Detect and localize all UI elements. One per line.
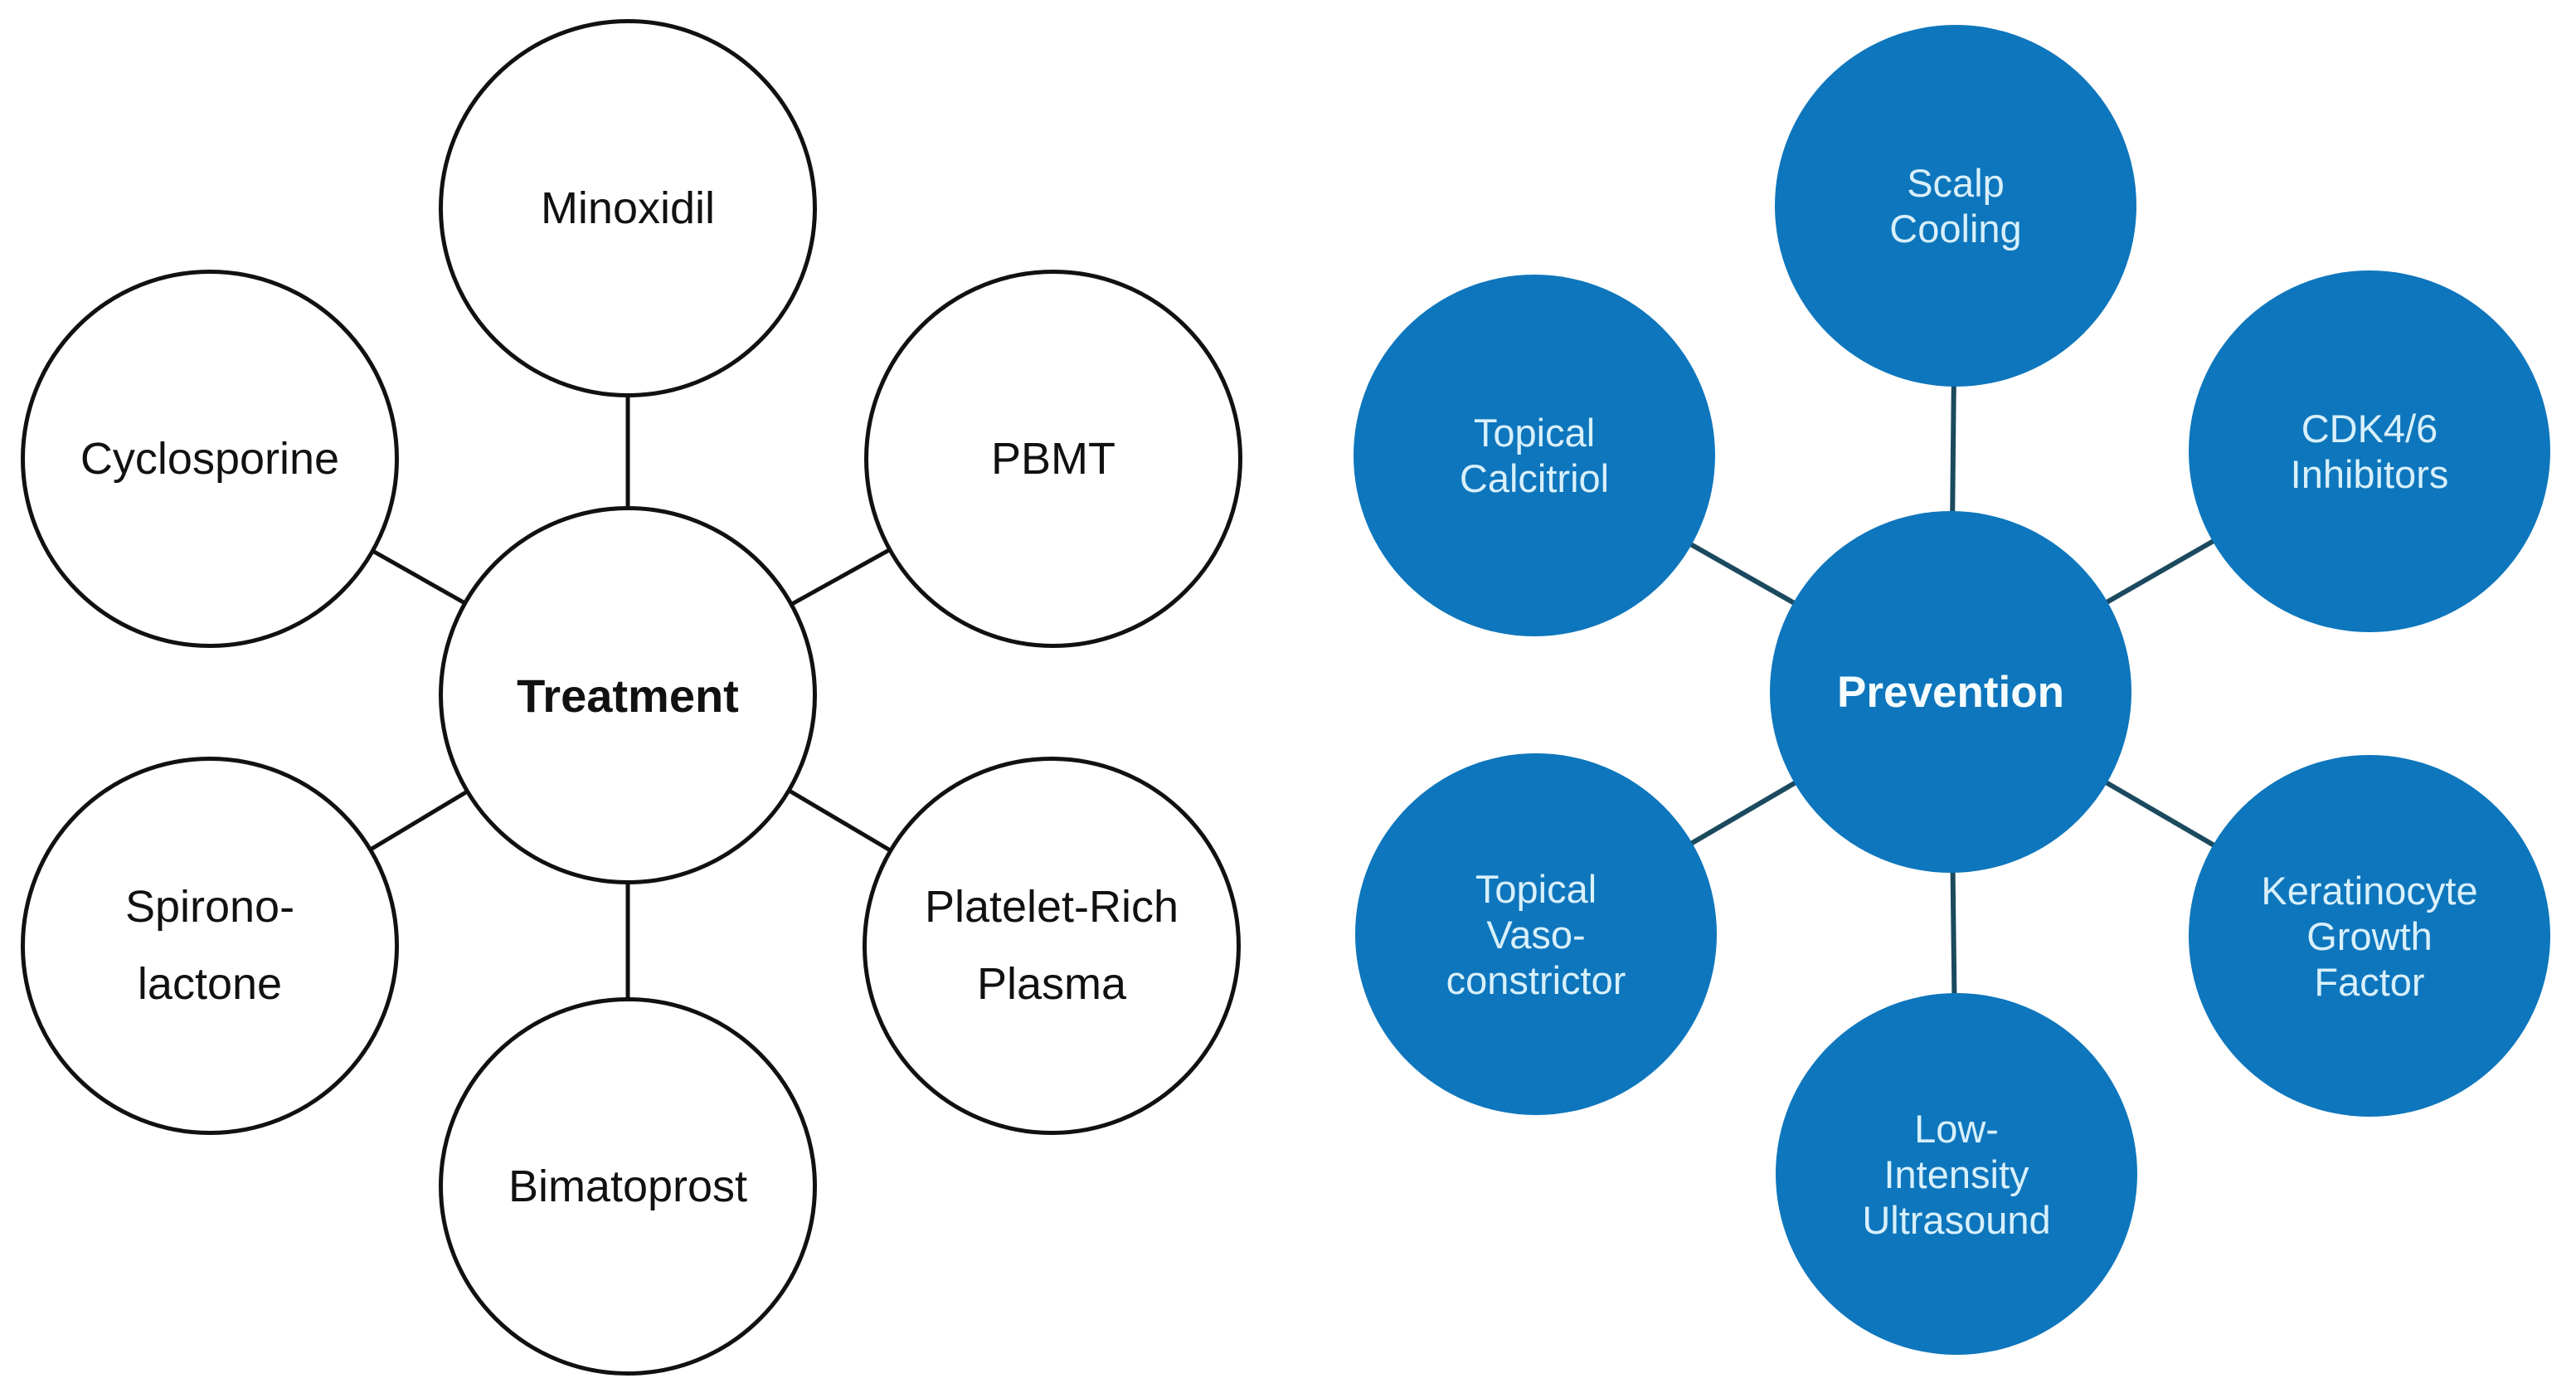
- node-label-line-1: Keratinocyte: [2261, 868, 2478, 913]
- node-label-line-1: Scalp: [1907, 161, 2005, 205]
- node-label-line-2: Inhibitors: [2290, 452, 2449, 496]
- node-treatment-hub: Treatment: [439, 506, 817, 884]
- node-label: Prevention: [1837, 667, 2064, 717]
- node-topical-vasoconstrictor: Topical Vaso- constrictor: [1355, 753, 1717, 1115]
- node-label: Minoxidil: [540, 183, 716, 233]
- node-label-line-3: Ultrasound: [1862, 1197, 2051, 1242]
- node-cyclosporine: Cyclosporine: [21, 270, 399, 648]
- node-label-line-2: Vaso-: [1486, 912, 1586, 957]
- node-keratinocyte-growth-factor: Keratinocyte Growth Factor: [2189, 755, 2550, 1117]
- node-low-intensity-ultrasound: Low- Intensity Ultrasound: [1776, 993, 2137, 1355]
- node-label-line-1: Topical: [1473, 411, 1596, 455]
- node-label-line-1: Low-: [1914, 1106, 1999, 1151]
- node-label-line-1: Spirono-: [124, 882, 295, 932]
- node-label: Cyclosporine: [80, 433, 340, 484]
- node-label-line-2: lactone: [137, 959, 283, 1009]
- node-prevention-hub: Prevention: [1770, 511, 2131, 873]
- node-scalp-cooling: Scalp Cooling: [1775, 25, 2136, 387]
- node-pbmt: PBMT: [864, 270, 1242, 648]
- node-bimatoprost: Bimatoprost: [439, 997, 817, 1376]
- node-label-line-2: Growth: [2306, 913, 2433, 958]
- node-cdk46-inhibitors: CDK4/6 Inhibitors: [2189, 270, 2550, 632]
- node-label-line-3: Factor: [2314, 959, 2425, 1004]
- node-label: PBMT: [990, 433, 1115, 484]
- node-label-line-1: Platelet-Rich: [924, 882, 1179, 932]
- node-label-line-2: Plasma: [976, 959, 1127, 1009]
- node-label-line-2: Cooling: [1889, 207, 2022, 251]
- node-minoxidil: Minoxidil: [439, 19, 817, 397]
- node-label-line-3: constrictor: [1446, 957, 1626, 1002]
- node-label-line-1: CDK4/6: [2301, 407, 2438, 450]
- node-label: Bimatoprost: [508, 1161, 748, 1211]
- node-label: Treatment: [517, 669, 739, 722]
- node-topical-calcitriol: Topical Calcitriol: [1354, 275, 1715, 636]
- node-label-line-1: Topical: [1475, 866, 1597, 911]
- node-platelet-rich-plasma: Platelet-Rich Plasma: [863, 757, 1241, 1135]
- node-label-line-2: Calcitriol: [1459, 456, 1610, 500]
- node-spironolactone: Spirono- lactone: [21, 757, 399, 1135]
- node-label-line-2: Intensity: [1883, 1152, 2029, 1196]
